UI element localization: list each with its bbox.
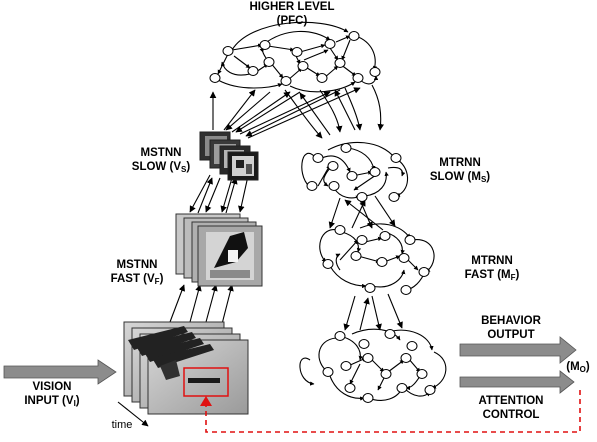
vision-input-arrow [3, 359, 117, 385]
vision-input-frames [117, 321, 249, 427]
output-nodes [322, 329, 436, 403]
mstnn-fast-sub: F [154, 277, 160, 286]
mtrnn-slow-sub: S [480, 175, 487, 184]
attention-control-line1: ATTENTION [478, 395, 544, 407]
motor-output-label: (MO) [560, 360, 596, 377]
attention-feedback-line [205, 390, 581, 433]
mo-suffix: ) [585, 361, 590, 373]
vision-input-line1: VISION [32, 381, 72, 393]
vision-input-sub: I [73, 399, 76, 408]
mstnn-slow-line1: MSTNN [140, 147, 182, 159]
attention-feedback-arrowhead [200, 396, 212, 406]
vision-input-label: VISION INPUT (VI) [12, 380, 92, 411]
mstnn-fast-maps [175, 213, 263, 287]
mtrnn-fast-line2: FAST (M [464, 269, 511, 281]
output-network [299, 328, 447, 401]
mstnn-slow-maps [199, 131, 259, 181]
behavior-output-line1: BEHAVIOR [481, 315, 541, 327]
attention-control-label: ATTENTION CONTROL [466, 394, 556, 422]
mtrnn-fast-label: MTRNN FAST (MF) [452, 254, 532, 285]
inter-module-arrows [169, 84, 403, 331]
time-text: time [111, 419, 133, 431]
behavior-output-label: BEHAVIOR OUTPUT [466, 314, 556, 342]
mtrnn-slow-line2: SLOW (M [429, 171, 481, 183]
mtrnn-fast-close: ) [515, 269, 520, 281]
mstnn-fast-line2: FAST (V [110, 273, 155, 285]
higher-level-line2: (PFC) [276, 15, 308, 27]
mo-sub: O [579, 365, 586, 374]
mtrnn-slow-label: MTRNN SLOW (MS) [420, 156, 500, 187]
vision-input-close: ) [75, 395, 80, 407]
vision-input-line2: INPUT (V [24, 395, 74, 407]
time-label: time [102, 418, 142, 432]
mstnn-slow-close: ) [186, 161, 191, 173]
mtrnn-fast-sub: F [510, 273, 516, 282]
behavior-output-arrow [459, 336, 577, 364]
mstnn-fast-close: ) [159, 273, 164, 285]
attention-control-arrow [459, 370, 575, 394]
mstnn-fast-label: MSTNN FAST (VF) [102, 258, 172, 289]
mtrnn-slow-close: ) [486, 171, 491, 183]
mtrnn-slow-line1: MTRNN [439, 157, 481, 169]
mtrnn-fast-line1: MTRNN [471, 255, 513, 267]
mtrnn-fast-nodes [322, 225, 430, 295]
higher-level-label: HIGHER LEVEL (PFC) [232, 0, 352, 28]
behavior-output-line2: OUTPUT [487, 329, 535, 341]
higher-level-line1: HIGHER LEVEL [249, 1, 335, 13]
attention-control-line2: CONTROL [482, 409, 540, 421]
pfc-nodes [209, 31, 381, 86]
mstnn-slow-sub: S [181, 165, 187, 174]
mo-prefix: (M [566, 361, 580, 373]
mtrnn-slow-nodes [306, 143, 402, 202]
mstnn-slow-line2: SLOW (V [131, 161, 181, 173]
mstnn-fast-line1: MSTNN [116, 259, 158, 271]
mtrnn-fast-network [319, 223, 435, 293]
mstnn-slow-label: MSTNN SLOW (VS) [126, 146, 196, 177]
mtrnn-slow-network [301, 141, 409, 200]
